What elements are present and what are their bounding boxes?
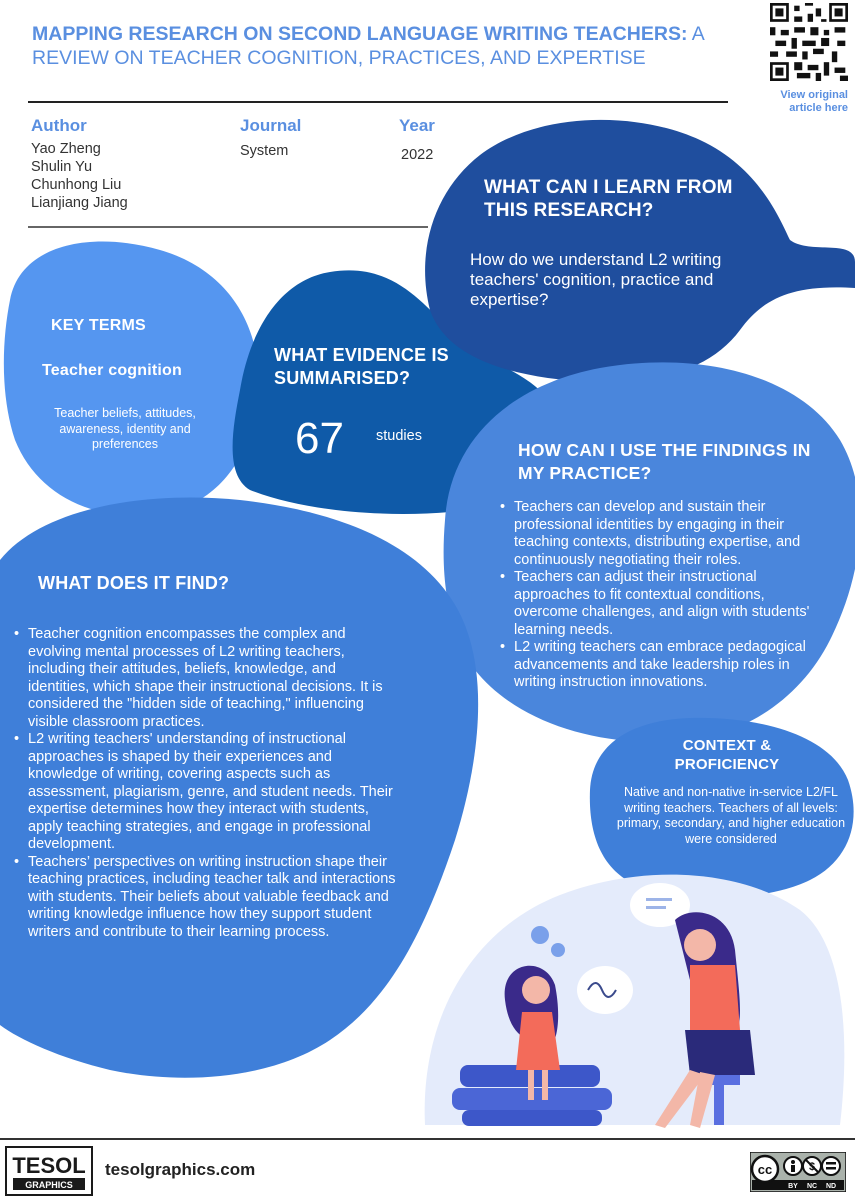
finds-item: Teacher cognition encompasses the comple…	[14, 626, 400, 731]
poster-title: MAPPING RESEARCH ON SECOND LANGUAGE WRIT…	[32, 22, 752, 70]
author-list: Yao Zheng Shulin Yu Chunhong Liu Lianjia…	[31, 140, 128, 212]
svg-text:cc: cc	[758, 1162, 772, 1177]
divider-meta	[28, 226, 428, 228]
finds-list: Teacher cognition encompasses the comple…	[14, 626, 400, 941]
definition-line: Teacher beliefs, attitudes,	[54, 406, 196, 420]
use-heading-line: MY PRACTICE?	[518, 463, 652, 483]
evidence-heading-line: SUMMARISED?	[274, 368, 411, 388]
tesol-graphics-logo[interactable]: TESOL GRAPHICS	[5, 1146, 93, 1196]
context-heading: CONTEXT & PROFICIENCY	[610, 736, 844, 774]
title-bold: MAPPING RESEARCH ON SECOND LANGUAGE WRIT…	[32, 23, 688, 45]
footer-website-link[interactable]: tesolgraphics.com	[105, 1160, 256, 1179]
cc-label: NC	[807, 1183, 817, 1190]
context-blob	[589, 717, 854, 898]
evidence-heading-line: WHAT EVIDENCE IS	[274, 345, 449, 365]
author-name: Lianjiang Jiang	[31, 195, 128, 211]
key-term-definition: Teacher beliefs, attitudes, awareness, i…	[30, 406, 220, 453]
evidence-number: 67	[295, 414, 344, 463]
use-item: L2 writing teachers can embrace pedagogi…	[500, 639, 818, 692]
use-list: Teachers can develop and sustain their p…	[500, 499, 818, 692]
teacher-student-illustration	[424, 874, 845, 1128]
learn-heading: WHAT CAN I LEARN FROM THIS RESEARCH?	[484, 176, 733, 222]
logo-top-text: TESOL	[12, 1153, 85, 1178]
learn-text-line: expertise?	[470, 290, 549, 309]
learn-heading-line: THIS RESEARCH?	[484, 200, 654, 221]
context-text: Native and non-native in-service L2/FL w…	[616, 785, 846, 846]
divider-bottom	[0, 1138, 855, 1140]
author-name: Shulin Yu	[31, 159, 93, 175]
logo-bottom-text: GRAPHICS	[25, 1180, 73, 1190]
journal-value: System	[240, 143, 289, 159]
finds-item: L2 writing teachers' understanding of in…	[14, 731, 400, 854]
title-rest-1: A	[687, 23, 705, 45]
definition-line: awareness, identity and	[59, 421, 191, 436]
title-rest-2: REVIEW ON TEACHER COGNITION, PRACTICES, …	[32, 47, 646, 69]
key-terms-blob	[3, 241, 259, 516]
finds-heading: WHAT DOES IT FIND?	[38, 573, 230, 593]
key-terms-heading: KEY TERMS	[51, 317, 146, 334]
key-term: Teacher cognition	[42, 362, 183, 379]
creative-commons-license-icon[interactable]: cc $ BY NC ND	[750, 1152, 846, 1192]
context-heading-line: PROFICIENCY	[674, 756, 780, 773]
author-label: Author	[31, 116, 87, 135]
cc-label: ND	[826, 1183, 836, 1190]
learn-text-line: How do we understand L2 writing	[470, 250, 722, 269]
finds-item: Teachers’ perspectives on writing instru…	[14, 854, 400, 942]
year-value: 2022	[401, 147, 434, 163]
learn-text-line: teachers' cognition, practice and	[470, 270, 714, 289]
cc-label: BY	[788, 1183, 798, 1190]
use-item: Teachers can develop and sustain their p…	[500, 499, 818, 569]
use-heading: HOW CAN I USE THE FINDINGS IN MY PRACTIC…	[518, 439, 811, 485]
divider-top	[28, 101, 728, 103]
learn-text: How do we understand L2 writing teachers…	[470, 250, 721, 310]
evidence-heading: WHAT EVIDENCE IS SUMMARISED?	[274, 344, 449, 390]
context-heading-line: CONTEXT &	[682, 737, 772, 754]
qr-code-icon[interactable]	[770, 3, 848, 81]
learn-blob	[425, 119, 855, 383]
learn-heading-line: WHAT CAN I LEARN FROM	[484, 177, 733, 198]
view-original-link[interactable]: View original article here	[780, 89, 848, 114]
year-label: Year	[399, 116, 435, 135]
definition-line: preferences	[91, 437, 158, 451]
evidence-unit: studies	[376, 428, 422, 444]
use-heading-line: HOW CAN I USE THE FINDINGS IN	[518, 440, 811, 460]
journal-label: Journal	[240, 116, 302, 135]
use-item: Teachers can adjust their instructional …	[500, 569, 818, 639]
author-name: Yao Zheng	[31, 141, 101, 157]
author-name: Chunhong Liu	[31, 177, 122, 193]
